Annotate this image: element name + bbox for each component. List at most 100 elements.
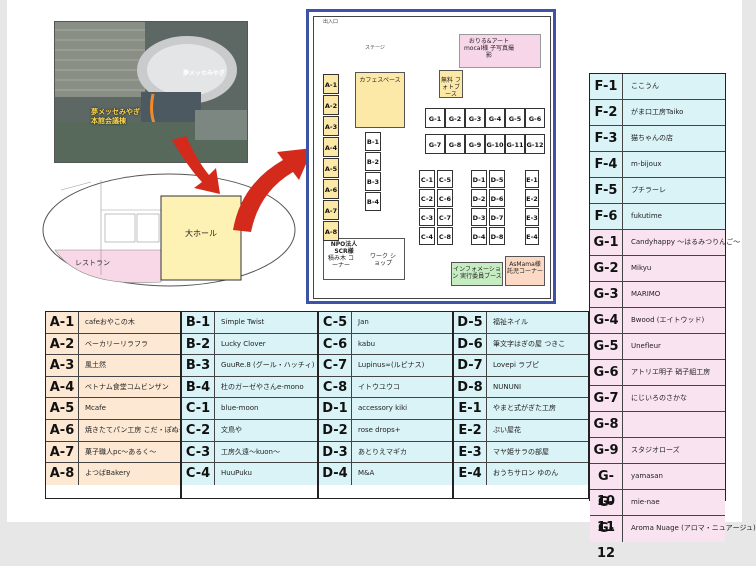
vendor-code: G-6 [590, 360, 623, 385]
vendor-name: プチラーレ [631, 186, 666, 194]
cafe-space: カフェスペース [355, 72, 405, 128]
vendor-row: A-1 cafeおやこの木 [46, 312, 180, 334]
aerial-photo-drawing [55, 22, 247, 162]
hall-label: 大ホール [185, 229, 217, 238]
vendor-code: C-5 [319, 312, 352, 333]
vendor-code: E-2 [454, 419, 487, 441]
vendor-name: Candyhappy ～はるみつりんご～ [631, 238, 741, 246]
vendor-code: A-4 [46, 376, 79, 398]
vendor-name: MARIMO [631, 290, 661, 298]
vendor-code: B-2 [182, 333, 215, 355]
vendor-name: ベーカリーリラフラ [85, 339, 148, 348]
vendor-name: Aroma Nuage (アロマ・ニュアージュ) [631, 524, 756, 532]
vendor-code: A-7 [46, 441, 79, 463]
vendor-name: イトウユウコ [358, 382, 400, 391]
vendor-code: F-2 [590, 100, 623, 125]
vendor-code: C-7 [319, 355, 352, 376]
vendor-name: Lovepi ラブピ [493, 361, 540, 370]
vendor-name: 風土然 [85, 361, 106, 370]
booth-e-3: E-3 [525, 208, 539, 226]
vendor-name: yamasan [631, 472, 663, 480]
vendor-name: fukutime [631, 212, 662, 220]
booth-g-2: G-2 [445, 108, 465, 128]
red-arrow-down [172, 136, 220, 194]
vendor-name: がま口工房Taiko [631, 108, 684, 116]
booth-d-8: D-8 [489, 227, 505, 245]
vendor-name: 筆文字はぎの屋 つきこ [493, 339, 566, 348]
vendor-code: C-2 [182, 419, 215, 441]
floor-outline: 大ホール レストラン [41, 170, 296, 290]
booth-b-1: B-1 [365, 132, 381, 151]
vendor-code: G-2 [590, 256, 623, 281]
booth-g-1: G-1 [425, 108, 445, 128]
booth-c-8: C-8 [437, 227, 453, 245]
vendor-row: D-6 筆文字はぎの屋 つきこ [454, 333, 588, 356]
vendor-code: A-1 [46, 312, 79, 333]
vendor-name: ここうん [631, 82, 659, 90]
vendor-code: E-4 [454, 463, 487, 485]
vendor-name: m-bijoux [631, 160, 662, 168]
vendor-name: Jan [358, 318, 369, 326]
photo-label-building: 夢メッセみやぎ 本館会議棟 [91, 108, 140, 125]
vendor-name: あとりえマギカ [358, 447, 407, 456]
booth-c-1: C-1 [419, 170, 435, 188]
vendor-name: kabu [358, 339, 376, 348]
vendor-name: マヤ姫サラの部屋 [493, 447, 549, 456]
work-shop-label: ワーク ショップ [370, 253, 396, 267]
booth-g-6: G-6 [525, 108, 545, 128]
vendor-code: F-6 [590, 204, 623, 229]
vendor-code: A-8 [46, 463, 79, 485]
vendor-name: 猫ちゃんの店 [631, 134, 673, 142]
vendor-name: Lupinus∞(ルピナス) [358, 361, 425, 370]
vendor-name: アトリエ明子 硝子組工房 [631, 368, 711, 376]
vendor-code: F-3 [590, 126, 623, 151]
vendor-row: G-1 Candyhappy ～はるみつりんご～ [590, 230, 740, 256]
vendor-code: G-1 [590, 230, 623, 255]
vendor-row: F-3 猫ちゃんの店 [590, 126, 725, 152]
vendor-name: 杜のガーゼやさんe-mono [221, 382, 304, 391]
photo-label-hall: 夢メッセみやぎ [183, 70, 226, 77]
vendor-name: よつばBakery [85, 469, 131, 478]
vendor-code: F-4 [590, 152, 623, 177]
booth-g-9: G-9 [465, 134, 485, 154]
booth-d-3: D-3 [471, 208, 487, 226]
vendor-code: A-5 [46, 398, 79, 419]
booth-e-2: E-2 [525, 189, 539, 207]
vendor-name: cafeおやこの木 [85, 318, 135, 326]
vendor-row: F-4 m-bijoux [590, 152, 725, 178]
asmama-corner: AsMama様 託児コーナー [505, 256, 545, 286]
vendor-row: F-2 がま口工房Taiko [590, 100, 725, 126]
vendor-code: D-5 [454, 312, 487, 333]
vendor-code: G-11 [590, 490, 623, 535]
vendor-code: D-4 [319, 463, 352, 485]
page: 夢メッセみやぎ 夢メッセみやぎ 本館会議棟 大ホール レストラン 出入口 ステー… [7, 0, 756, 561]
vendor-name: rose drops+ [358, 425, 401, 434]
booth-a-5: A-5 [323, 158, 339, 178]
floor-outline-drawing [42, 173, 296, 287]
vendor-code: D-8 [454, 376, 487, 398]
vendor-name: にじいろのさかな [631, 394, 687, 402]
booth-g-11: G-11 [505, 134, 525, 154]
vendor-code: B-4 [182, 376, 215, 398]
booth-b-4: B-4 [365, 192, 381, 211]
vendor-name: 福祉ネイル [493, 318, 528, 326]
vendor-code: D-6 [454, 333, 487, 355]
